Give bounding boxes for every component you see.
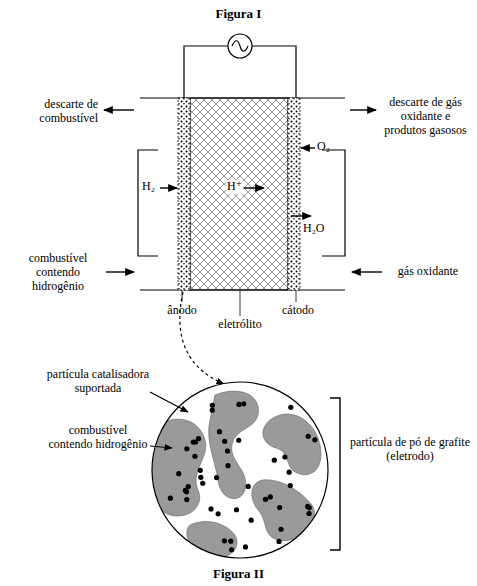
catalyst-dot <box>210 408 215 413</box>
catalyst-dot <box>225 448 230 453</box>
catalyst-dot <box>186 484 191 489</box>
catalyst-dot <box>241 401 246 406</box>
catalyst-dot <box>243 544 248 549</box>
catalyst-dot <box>277 505 282 510</box>
external-circuit <box>184 34 296 98</box>
leader-lines <box>182 291 296 316</box>
species-label: O₂ <box>317 140 337 154</box>
catalyst-dot <box>176 471 181 476</box>
catalyst-dot <box>236 402 241 407</box>
outlet-label: descarte de gás oxidante e produtos gaso… <box>379 96 472 137</box>
catalyst-dot <box>184 446 189 451</box>
catalyst-dot <box>184 497 189 502</box>
catalyst-dot <box>288 483 293 488</box>
part-label: eletrólito <box>200 318 280 332</box>
catalyst-dot <box>214 475 219 480</box>
catalyst-dot <box>287 470 292 475</box>
catalyst-dot <box>228 539 233 544</box>
catalyst-dot <box>216 511 221 516</box>
part-label: cátodo <box>268 304 328 318</box>
catalyst-dot <box>282 454 287 459</box>
cell-housing <box>138 98 345 290</box>
catalyst-dot <box>200 481 205 486</box>
catalyst-dot <box>168 496 173 501</box>
catalyst-dot <box>236 438 241 443</box>
cathode-layer <box>288 98 300 290</box>
electrolyte <box>190 98 288 290</box>
catalyst-dot <box>246 484 251 489</box>
inlet-label: combustível contendo hidrogênio <box>12 252 104 293</box>
catalyst-dot <box>272 458 277 463</box>
bracket-label: partícula de pó de grafite (eletrodo) <box>350 436 470 464</box>
catalyst-dot <box>198 468 203 473</box>
catalyst-dot <box>268 494 273 499</box>
outlet-label: descarte de combustível <box>22 98 98 126</box>
bracket <box>330 398 340 550</box>
catalyst-dot <box>198 475 203 480</box>
catalyst-dot <box>222 538 227 543</box>
callout-arrows <box>150 392 340 550</box>
catalyst-dot <box>263 497 268 502</box>
catalyst-dot <box>184 489 189 494</box>
catalyst-dot <box>229 547 234 552</box>
catalyst-dot <box>192 454 197 459</box>
inlet-label: gás oxidante <box>386 265 470 279</box>
catalyst-dot <box>249 518 254 523</box>
species-label: H₂ <box>142 180 160 194</box>
catalyst-dot <box>288 405 293 410</box>
catalyst-dot <box>306 511 311 516</box>
catalyst-dot <box>312 437 317 442</box>
catalyst-dot <box>307 505 312 510</box>
catalyst-dot <box>208 506 213 511</box>
catalyst-dot <box>276 539 281 544</box>
callout-label: combustível contendo hidrogênio <box>46 424 150 452</box>
figure-title: Figura I <box>0 6 477 22</box>
catalyst-dot <box>191 439 196 444</box>
catalyst-dot <box>278 527 283 532</box>
catalyst-dot <box>210 403 215 408</box>
catalyst-dot <box>234 507 239 512</box>
catalyst-dot <box>222 439 227 444</box>
catalyst-dot <box>306 434 311 439</box>
figure-caption: Figura II <box>0 566 477 582</box>
catalyst-dot <box>217 429 222 434</box>
species-label: H₂O <box>303 222 331 236</box>
anode-layer <box>178 98 190 290</box>
ion-label: H⁺ <box>226 180 243 194</box>
part-label: ânodo <box>152 304 212 318</box>
catalyst-dot <box>225 463 230 468</box>
callout-label: partícula catalisadora suportada <box>46 368 150 396</box>
flow-arrows <box>104 110 382 272</box>
catalyst-dot <box>196 436 201 441</box>
graphite-particle <box>147 382 328 558</box>
